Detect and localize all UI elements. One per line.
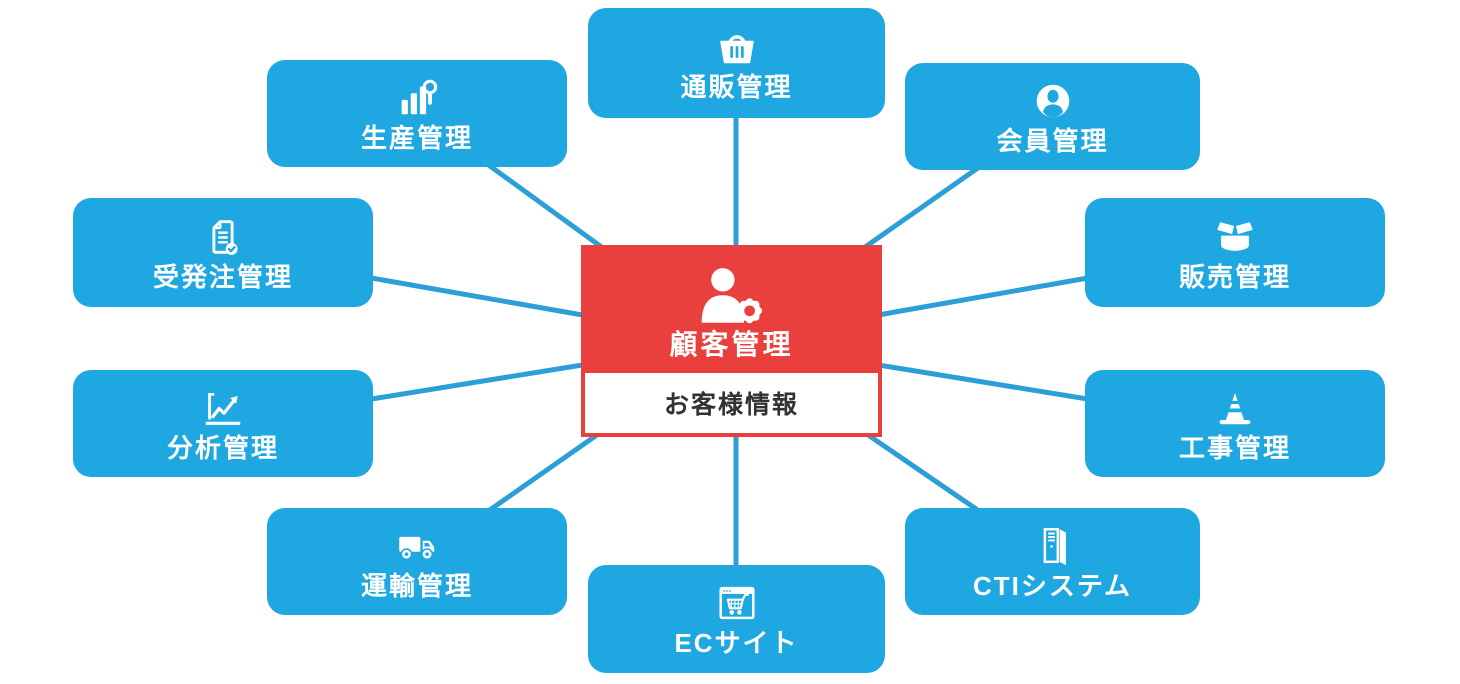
node-label: 生産管理: [360, 122, 473, 153]
node-label: 運輸管理: [360, 570, 473, 601]
node-label: 販売管理: [1178, 261, 1291, 292]
person-gear-icon: [695, 265, 769, 327]
central-node: 顧客管理 お客様情報: [581, 245, 882, 437]
node-ec-site: ECサイト: [588, 565, 885, 673]
node-order: 受発注管理: [73, 198, 373, 307]
node-label: 工事管理: [1178, 432, 1291, 463]
central-subtitle-box: お客様情報: [581, 369, 882, 437]
node-transport: 運輸管理: [267, 508, 567, 615]
central-subtitle: お客様情報: [663, 391, 799, 419]
line-graph-icon: [199, 385, 247, 431]
node-label: 会員管理: [996, 125, 1109, 156]
node-mail-order: 通販管理: [588, 8, 885, 118]
node-member: 会員管理: [905, 63, 1200, 170]
node-label: CTIシステム: [972, 570, 1133, 601]
member-avatar-icon: [1029, 78, 1077, 124]
node-construction: 工事管理: [1085, 370, 1385, 477]
document-check-icon: [199, 214, 247, 260]
bar-chart-magnifier-icon: [393, 75, 441, 121]
node-production: 生産管理: [267, 60, 567, 167]
server-tower-icon: [1029, 523, 1077, 569]
node-label: 通販管理: [680, 72, 793, 103]
open-box-icon: [1211, 214, 1259, 260]
node-label: ECサイト: [674, 628, 799, 659]
node-cti: CTIシステム: [905, 508, 1200, 615]
central-title: 顧客管理: [669, 328, 794, 360]
node-analysis: 分析管理: [73, 370, 373, 477]
node-sales: 販売管理: [1085, 198, 1385, 307]
browser-cart-icon: [713, 580, 761, 626]
node-label: 受発注管理: [152, 261, 293, 292]
central-header: 顧客管理: [581, 245, 882, 369]
node-label: 分析管理: [166, 432, 279, 463]
traffic-cone-icon: [1211, 385, 1259, 431]
delivery-truck-icon: [393, 523, 441, 569]
shopping-basket-icon: [713, 24, 761, 70]
